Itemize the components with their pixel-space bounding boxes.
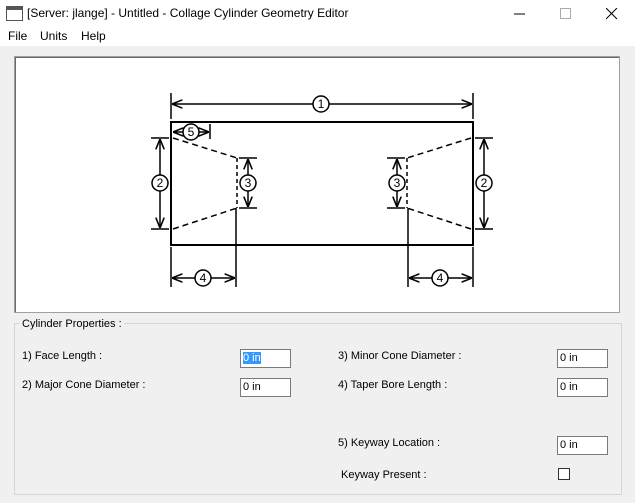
dim-label-2-right: 2 [481, 176, 488, 190]
dim-label-1: 1 [318, 97, 325, 111]
dim-label-5: 5 [188, 125, 195, 139]
keyway-location-label: 5) Keyway Location : [338, 437, 441, 449]
app-icon [6, 6, 23, 21]
cylinder-outline [170, 121, 474, 246]
dim-label-2-left: 2 [157, 176, 164, 190]
maximize-icon [560, 8, 571, 19]
minor-cone-diameter-label: 3) Minor Cone Diameter : [338, 350, 462, 362]
major-cone-diameter-field[interactable]: 0 in [240, 378, 291, 397]
menu-bar: File Units Help [0, 27, 635, 46]
keyway-present-checkbox[interactable] [558, 468, 570, 480]
close-button[interactable] [589, 0, 635, 27]
dim-label-3-right: 3 [394, 176, 401, 190]
taper-bore-length-field[interactable]: 0 in [557, 378, 608, 397]
maximize-button[interactable] [543, 0, 589, 27]
close-icon [606, 8, 618, 20]
cylinder-properties-group [14, 323, 622, 495]
menu-units[interactable]: Units [40, 29, 68, 43]
taper-bore-length-label: 4) Taper Bore Length : [338, 379, 448, 391]
keyway-present-label: Keyway Present : [341, 469, 427, 481]
menu-file[interactable]: File [8, 29, 28, 43]
major-cone-diameter-label: 2) Major Cone Diameter : [22, 379, 146, 391]
group-title: Cylinder Properties : [20, 318, 124, 330]
keyway-location-field[interactable]: 0 in [557, 436, 608, 455]
face-length-field[interactable]: 0 in [240, 349, 291, 368]
dim-label-4-left: 4 [200, 271, 207, 285]
minimize-icon [514, 13, 525, 15]
cylinder-diagram-panel: 1 5 2 2 3 3 4 4 [14, 56, 620, 313]
minimize-button[interactable] [497, 0, 543, 27]
menu-help[interactable]: Help [81, 29, 106, 43]
face-length-label: 1) Face Length : [22, 350, 103, 362]
window-title: [Server: jlange] - Untitled - Collage Cy… [27, 6, 349, 20]
dim-label-4-right: 4 [437, 271, 444, 285]
dim-label-3-left: 3 [245, 176, 252, 190]
title-bar[interactable]: [Server: jlange] - Untitled - Collage Cy… [0, 0, 635, 27]
minor-cone-diameter-field[interactable]: 0 in [557, 349, 608, 368]
cylinder-diagram: 1 5 2 2 3 3 4 4 [151, 93, 493, 287]
